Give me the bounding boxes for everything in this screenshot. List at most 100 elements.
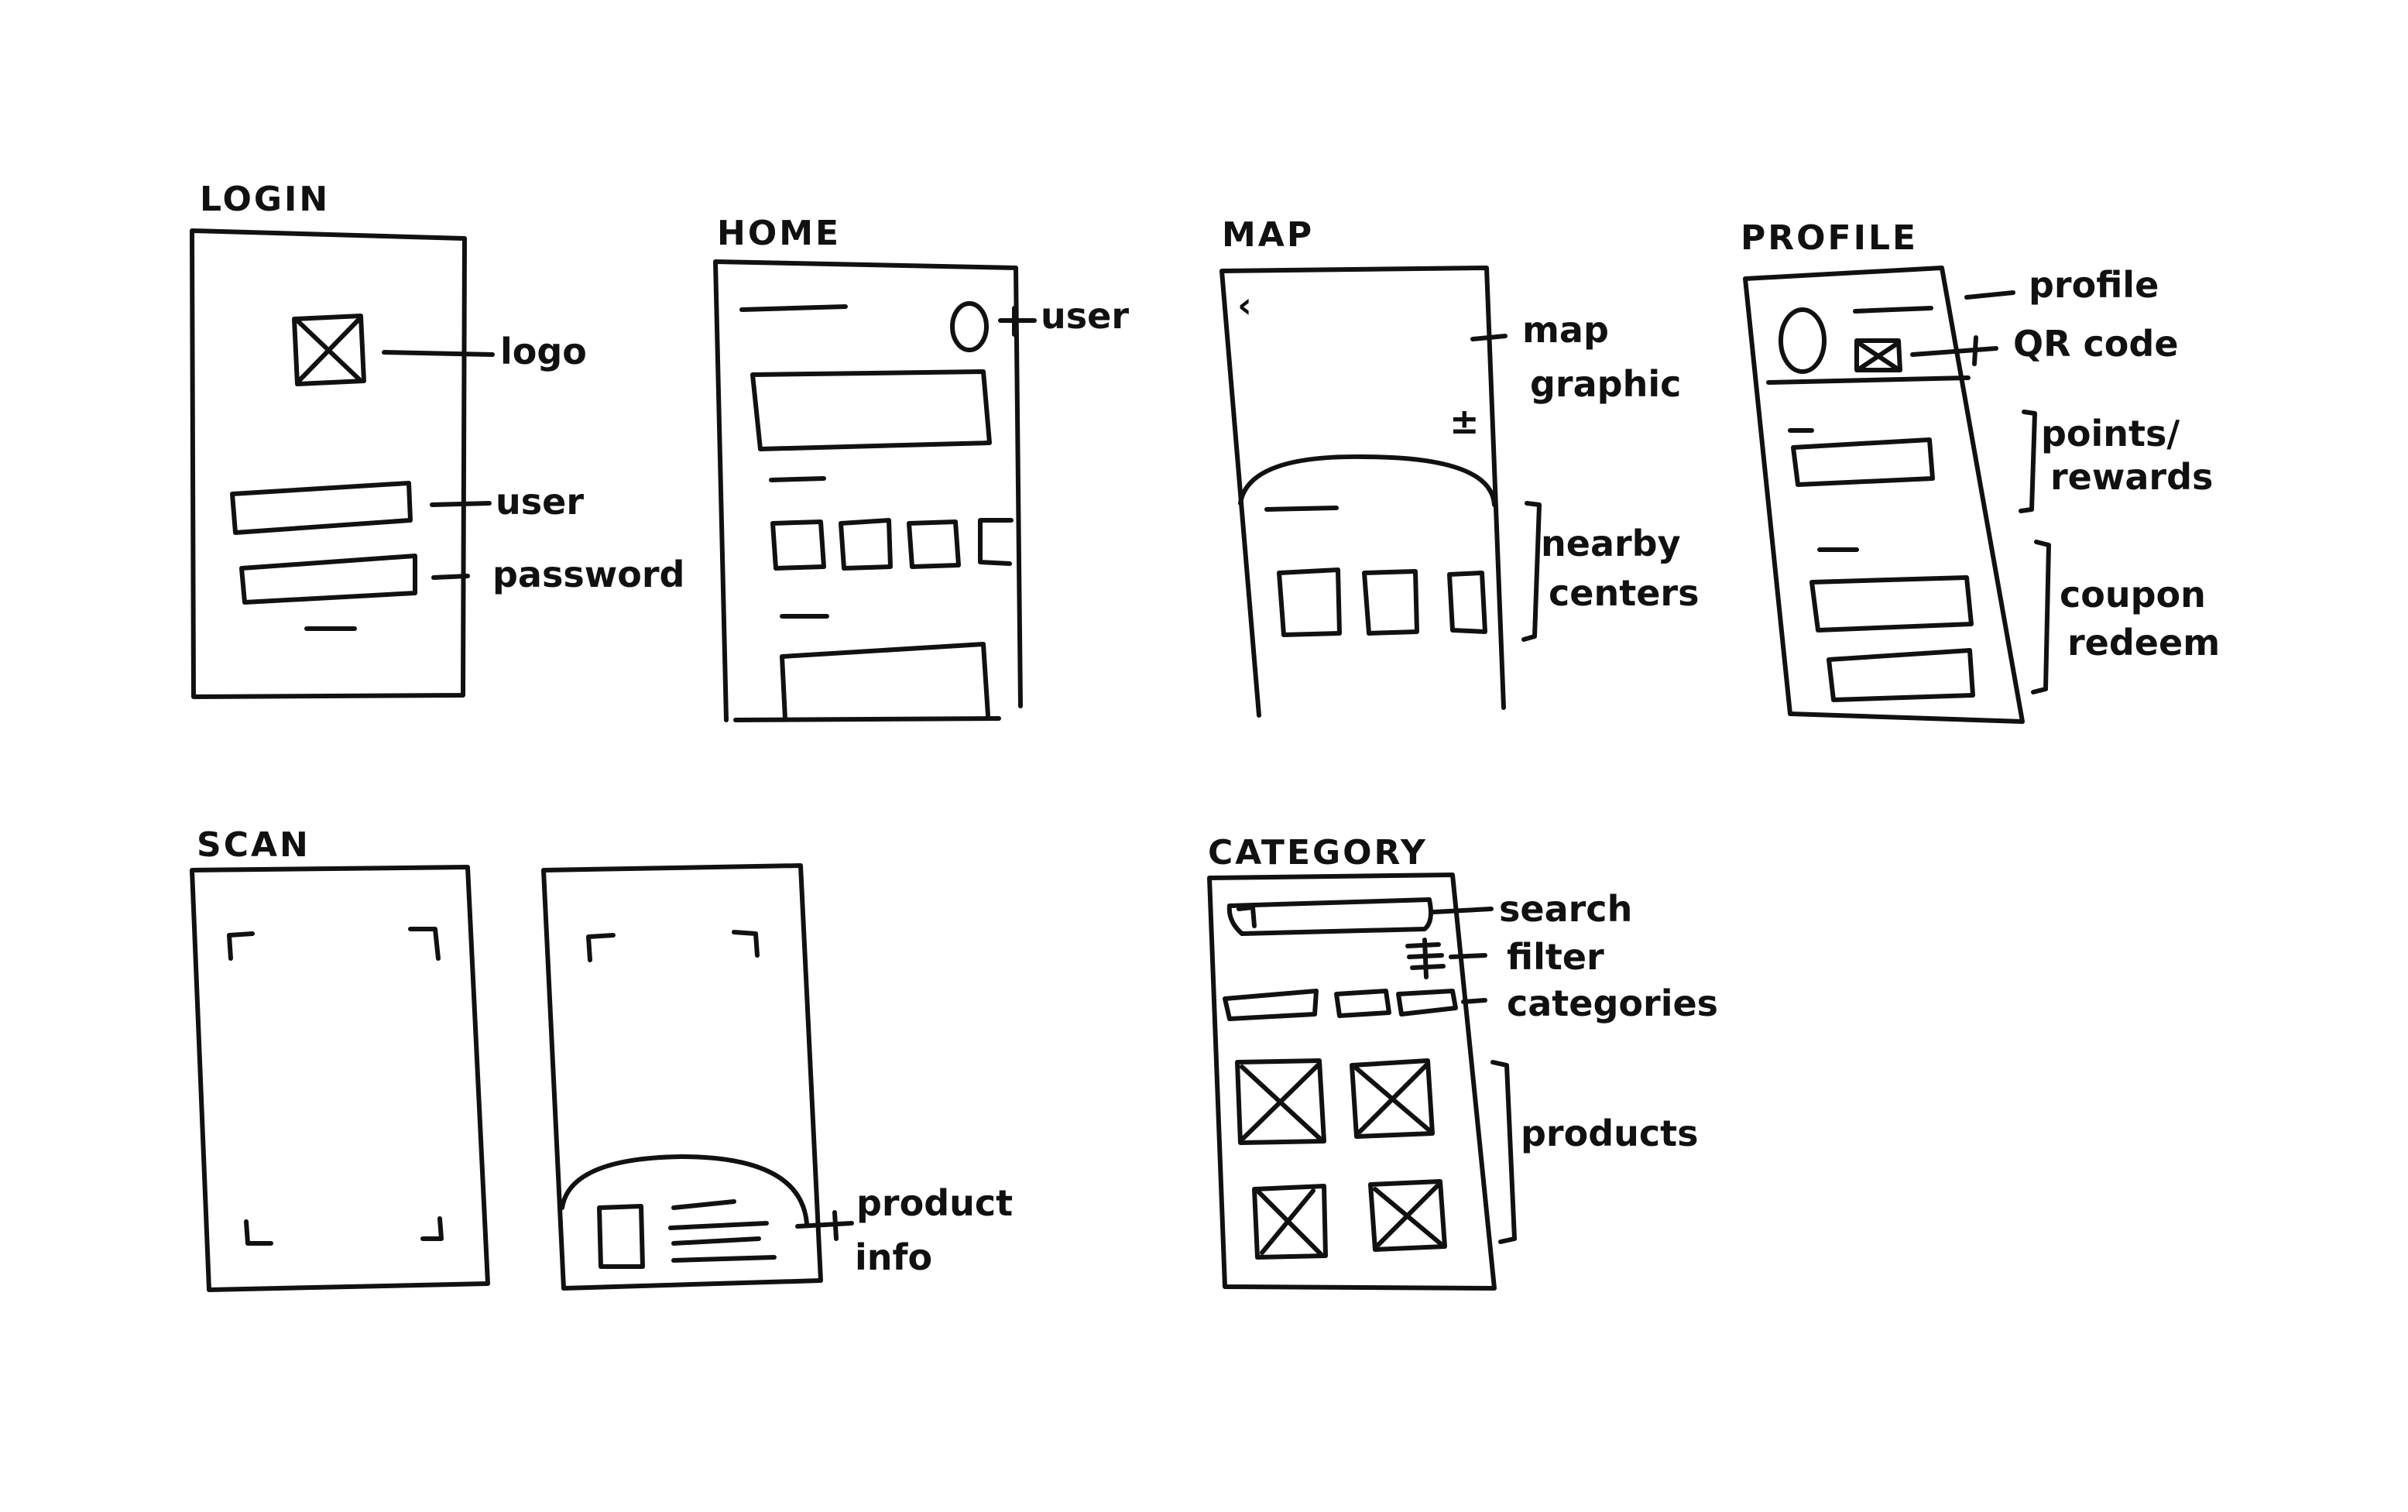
category-screen-sketch: CATEGORY search filter categories — [1207, 833, 1718, 1291]
category-search-annotation: search — [1499, 888, 1632, 930]
scan-product-info-annotation-line-2: info — [855, 1236, 932, 1278]
home-phone-frame — [713, 259, 1023, 722]
login-logo-leader-line — [382, 350, 495, 357]
category-product-image-4-icon — [1368, 1179, 1447, 1252]
profile-coupon-annotation-line-1: coupon — [2060, 574, 2206, 615]
profile-screen-sketch: PROFILE profile QR code points/ rewards … — [1741, 218, 2220, 724]
profile-avatar-icon — [1779, 307, 1827, 374]
category-filter-annotation: filter — [1507, 936, 1604, 978]
map-center-card-2 — [1362, 569, 1419, 636]
profile-points-card — [1791, 437, 1935, 487]
profile-points-annotation-line-2: rewards — [2050, 456, 2213, 498]
home-bottom-card — [780, 642, 990, 721]
map-bottom-sheet — [1238, 454, 1497, 507]
category-phone-frame — [1207, 873, 1497, 1291]
profile-qr-annotation: QR code — [2013, 323, 2179, 365]
home-title: HOME — [717, 214, 841, 253]
map-center-card-3-partial — [1447, 571, 1487, 634]
profile-coupon-card-1 — [1809, 575, 1974, 633]
profile-coupon-annotation-line-2: redeem — [2067, 622, 2220, 663]
category-filter-leader-line — [1449, 953, 1487, 959]
login-phone-frame — [190, 228, 467, 699]
scan-frame-1-corner-tl — [227, 931, 255, 961]
category-search-bar — [1226, 897, 1433, 936]
map-zoom-control-icon[interactable]: ± — [1449, 400, 1480, 442]
login-password-leader-line — [431, 574, 470, 580]
profile-points-bracket — [2019, 410, 2037, 513]
login-user-annotation: user — [496, 481, 584, 523]
scan-product-info-leader-line — [795, 1210, 854, 1241]
home-header-line — [739, 304, 848, 312]
profile-annotation: profile — [2029, 264, 2159, 306]
profile-points-annotation-line-1: points/ — [2041, 413, 2180, 454]
login-user-leader-line — [430, 501, 492, 507]
category-products-bracket — [1490, 1060, 1517, 1244]
category-categories-annotation: categories — [1507, 982, 1718, 1024]
home-banner-card — [750, 369, 992, 451]
login-password-input-sketch — [239, 554, 417, 605]
category-product-image-1-icon — [1235, 1058, 1326, 1145]
category-product-image-3-icon — [1252, 1184, 1328, 1260]
category-search-icon — [1237, 905, 1257, 928]
map-center-card-1 — [1277, 567, 1342, 637]
home-user-avatar-icon — [950, 301, 989, 352]
scan-frame-1-corner-bl — [244, 1219, 273, 1246]
home-section-line-1 — [769, 476, 826, 482]
category-title: CATEGORY — [1208, 833, 1428, 873]
scan-product-text-lines — [668, 1199, 777, 1263]
home-tile-3 — [907, 519, 961, 569]
map-sheet-header-line — [1264, 506, 1339, 512]
category-search-leader-line — [1432, 907, 1494, 914]
scan-frame-2-corner-tr — [732, 930, 760, 958]
home-tile-2 — [839, 518, 893, 571]
home-user-leader-line — [998, 306, 1037, 337]
login-title: LOGIN — [200, 180, 330, 219]
category-chip-1 — [1223, 989, 1319, 1021]
login-password-annotation: password — [492, 554, 684, 595]
map-phone-frame — [1219, 266, 1506, 718]
category-chip-2 — [1334, 989, 1391, 1018]
map-nearby-bracket — [1521, 501, 1542, 642]
map-graphic-leader-line — [1470, 334, 1508, 341]
map-back-chevron-icon[interactable]: ‹ — [1237, 284, 1252, 326]
scan-frame-2-corner-tl — [586, 933, 616, 962]
home-tile-1 — [770, 519, 826, 571]
map-graphic-annotation-line-1: map — [1522, 309, 1609, 351]
map-nearby-annotation-line-1: nearby — [1541, 523, 1681, 564]
map-screen-sketch: MAP ‹ map graphic ± nearby centers — [1219, 215, 1699, 718]
profile-phone-frame — [1743, 266, 2025, 724]
scan-product-thumbnail — [597, 1204, 645, 1269]
profile-qr-code-icon — [1854, 338, 1902, 372]
profile-coupon-card-2 — [1827, 648, 1975, 702]
profile-title: PROFILE — [1741, 218, 1918, 258]
scan-phone-frame-2 — [541, 863, 823, 1291]
login-screen-sketch: LOGIN logo user password — [190, 180, 684, 699]
profile-coupon-bracket — [2031, 540, 2051, 694]
scan-frame-1-corner-tr — [408, 927, 441, 961]
scan-frame-1-corner-br — [420, 1216, 444, 1241]
profile-qr-leader-line — [1910, 335, 1998, 366]
map-graphic-annotation-line-2: graphic — [1530, 363, 1681, 405]
home-tile-4-partial — [978, 518, 1014, 566]
login-user-input-sketch — [230, 481, 413, 535]
map-title: MAP — [1222, 215, 1314, 255]
home-user-annotation: user — [1041, 295, 1129, 337]
category-filter-icon[interactable] — [1405, 938, 1446, 979]
home-bottom-edge — [733, 716, 1001, 722]
scan-phone-frame-1 — [190, 865, 490, 1292]
profile-divider — [1766, 375, 1971, 385]
category-products-annotation: products — [1521, 1113, 1699, 1154]
home-screen-sketch: HOME user — [713, 214, 1129, 722]
scan-product-info-annotation-line-1: product — [856, 1182, 1013, 1224]
scan-title: SCAN — [197, 825, 310, 865]
category-chip-3 — [1396, 989, 1458, 1017]
map-nearby-annotation-line-2: centers — [1549, 572, 1699, 614]
profile-leader-line — [1964, 290, 2015, 300]
scan-product-sheet — [560, 1154, 809, 1226]
login-logo-placeholder-icon — [292, 314, 366, 386]
category-product-image-2-icon — [1350, 1058, 1435, 1139]
category-categories-leader-line — [1461, 998, 1487, 1004]
login-logo-annotation: logo — [500, 331, 587, 372]
scan-screen-sketch: SCAN product info — [190, 825, 1013, 1292]
